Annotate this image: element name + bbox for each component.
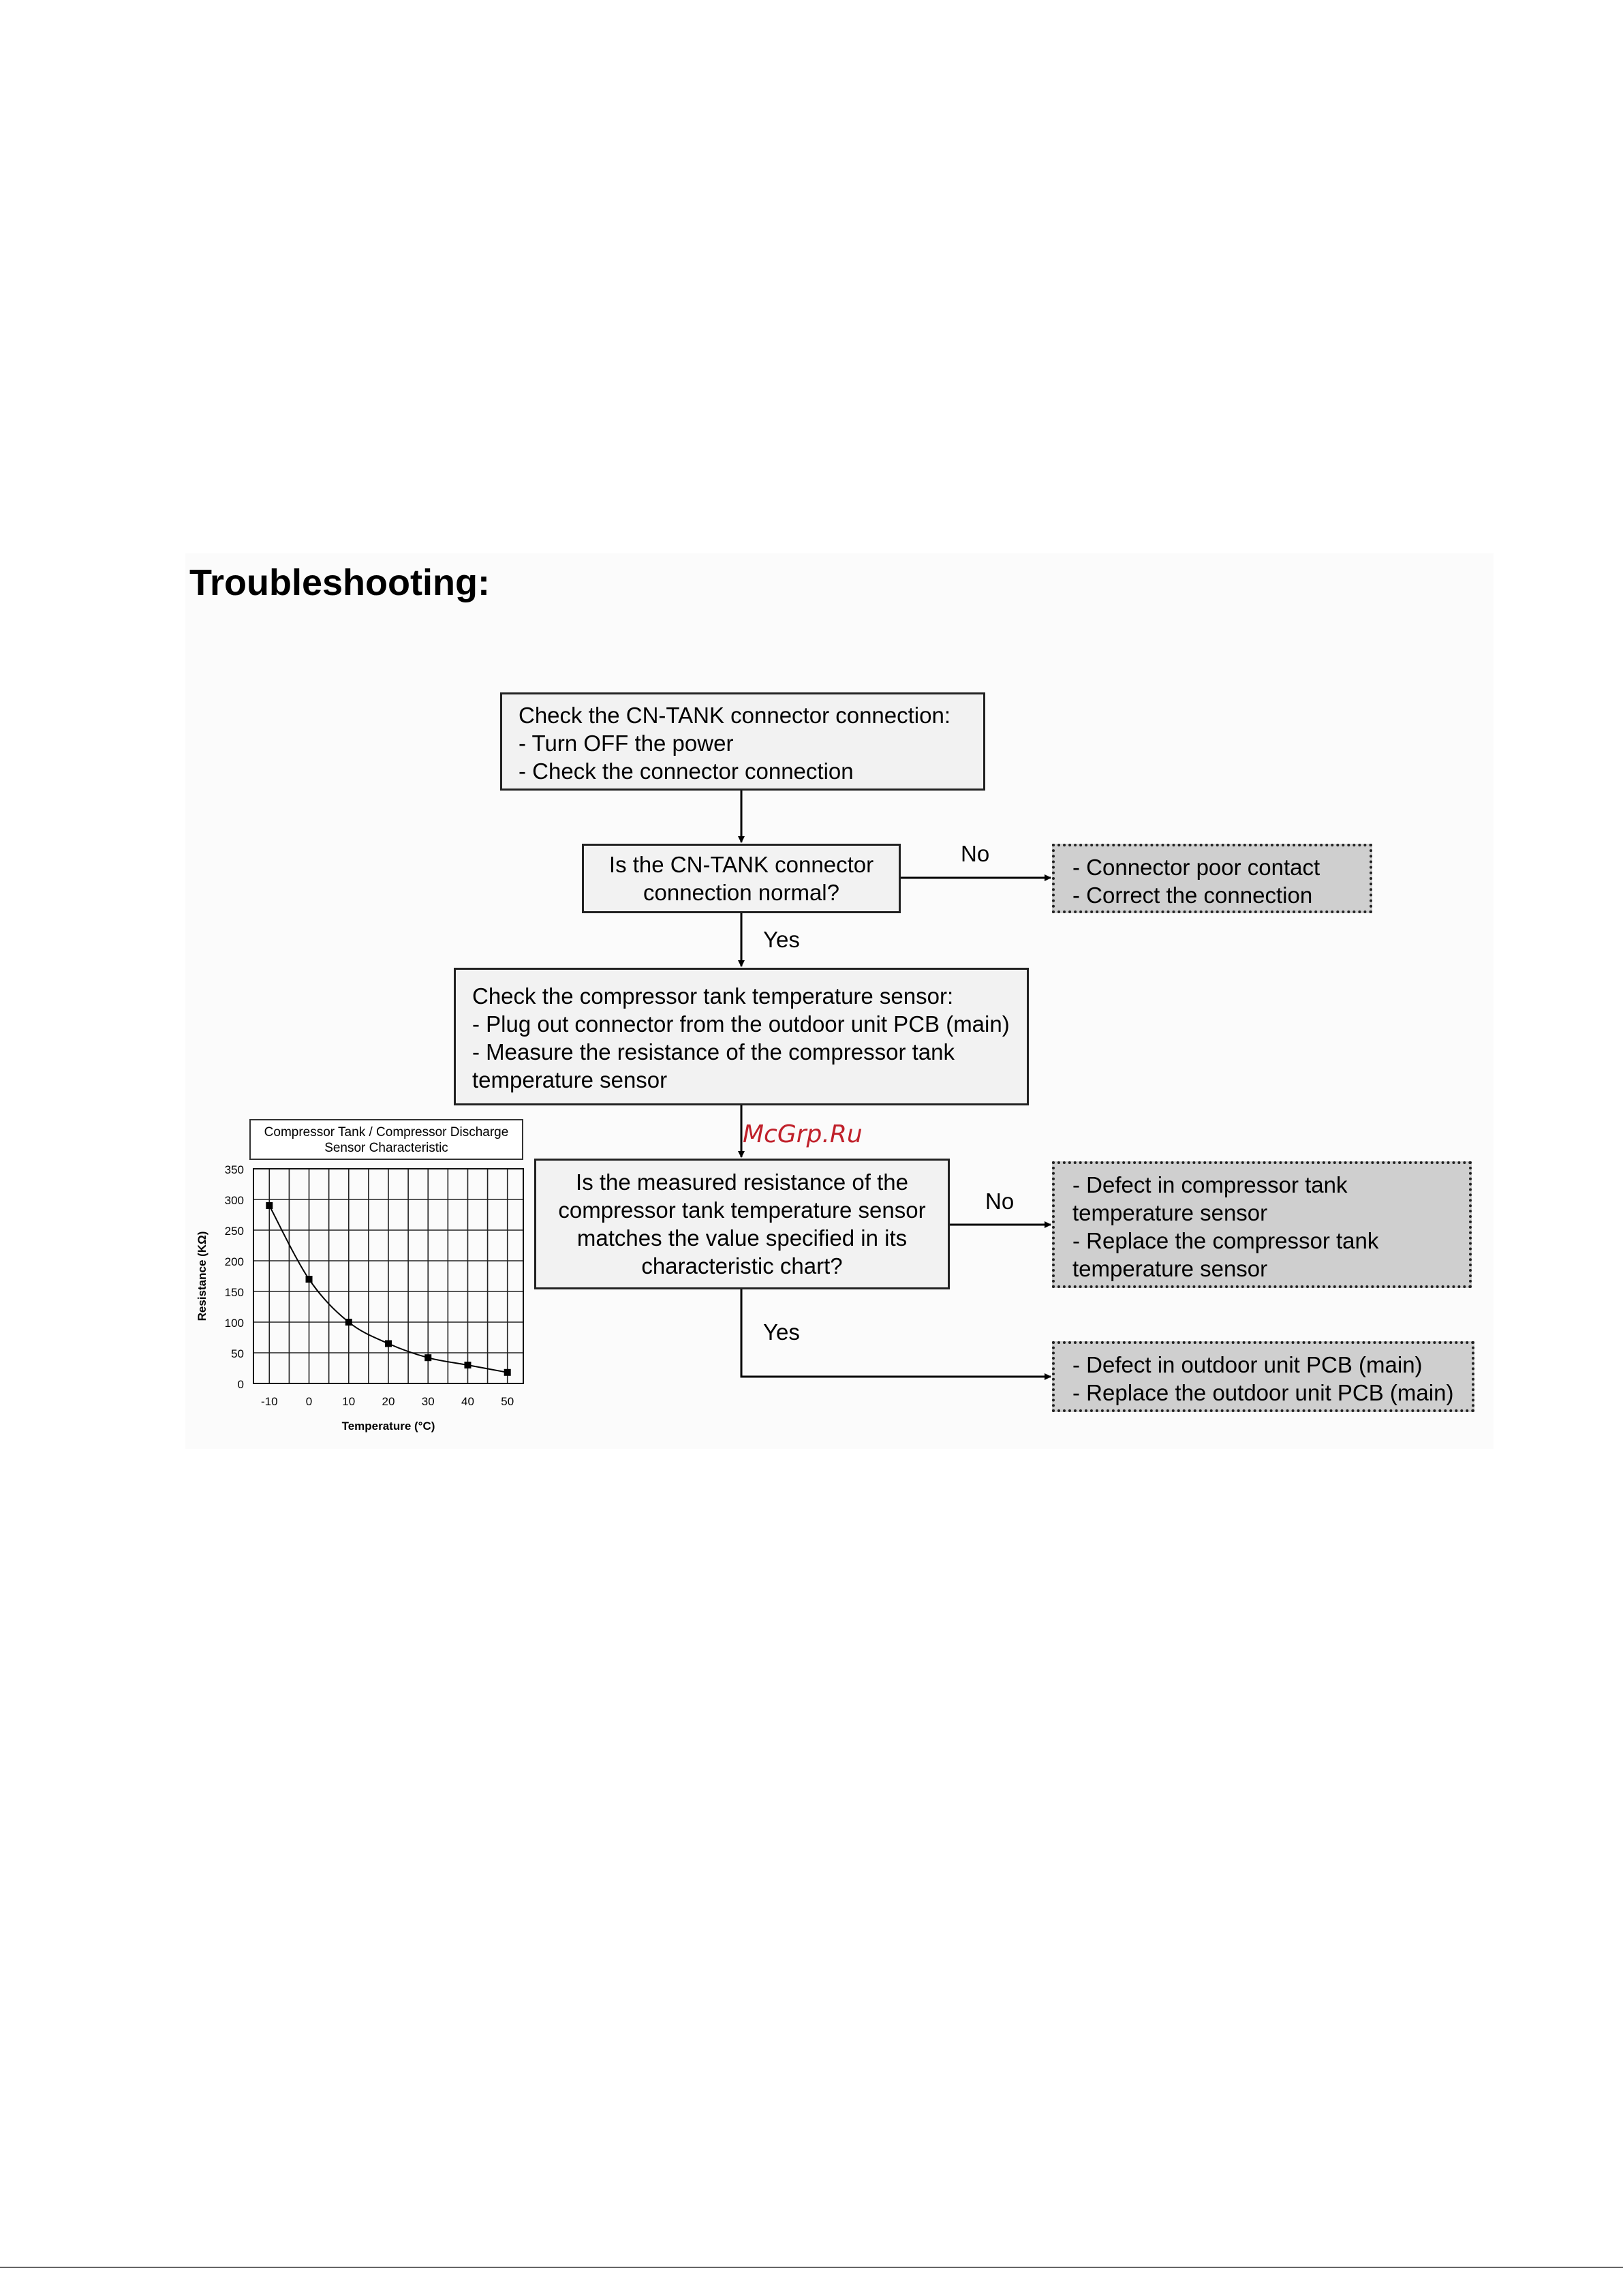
chart-plot-frame: [253, 1168, 524, 1384]
chart-data-point: [464, 1362, 472, 1368]
result-sensor-defect-line-2: temperature sensor: [1072, 1200, 1268, 1225]
step-check-sensor-line-1: Check the compressor tank temperature se…: [472, 983, 954, 1009]
decision-connector-normal-box: Is the CN-TANK connector connection norm…: [582, 844, 901, 913]
chart-xtick-label: -10: [261, 1395, 278, 1408]
page-title: Troubleshooting:: [189, 562, 490, 603]
chart-data-point: [266, 1202, 273, 1209]
result-connector-poor-contact-line-1: - Connector poor contact: [1072, 855, 1320, 880]
result-sensor-defect-line-4: temperature sensor: [1072, 1256, 1268, 1281]
result-sensor-defect-line-3: - Replace the compressor tank: [1072, 1228, 1379, 1253]
label-yes-1: Yes: [763, 927, 800, 952]
decision-connector-normal-line-1: Is the CN-TANK connector: [608, 852, 874, 877]
result-sensor-defect-box: - Defect in compressor tank temperature …: [1052, 1161, 1472, 1288]
chart-data-point: [424, 1354, 432, 1362]
chart-data-point: [345, 1319, 352, 1326]
result-connector-poor-contact-box: - Connector poor contact - Correct the c…: [1052, 844, 1372, 913]
chart-xtick-label: 10: [342, 1395, 355, 1408]
chart-title-line-1: Compressor Tank / Compressor Discharge: [264, 1125, 509, 1139]
result-connector-poor-contact-line-2: - Correct the connection: [1072, 883, 1313, 908]
chart-ytick-label: 50: [231, 1347, 244, 1360]
chart-ytick-label: 150: [225, 1286, 244, 1299]
watermark-text: McGrp.Ru: [743, 1120, 863, 1148]
result-sensor-defect-line-1: - Defect in compressor tank: [1072, 1172, 1348, 1197]
chart-ytick-label: 300: [225, 1194, 244, 1207]
step-check-connector-box: Check the CN-TANK connector connection: …: [500, 692, 985, 791]
step-check-sensor-line-3: - Measure the resistance of the compress…: [472, 1039, 955, 1065]
decision-resistance-match-box: Is the measured resistance of the compre…: [534, 1159, 950, 1289]
footer-rule: [0, 2267, 1623, 2268]
step-check-sensor-box: Check the compressor tank temperature se…: [454, 968, 1029, 1105]
label-no-1: No: [961, 841, 990, 866]
step-check-connector-line-3: - Check the connector connection: [519, 759, 854, 784]
chart-x-axis-label: Temperature (°C): [342, 1420, 435, 1433]
chart-xtick-label: 50: [501, 1395, 514, 1408]
chart-ytick-label: 0: [238, 1378, 244, 1391]
decision-resistance-match-line-3: matches the value specified in its: [576, 1225, 908, 1251]
chart-data-point: [385, 1340, 392, 1347]
decision-resistance-match-line-1: Is the measured resistance of the: [576, 1169, 908, 1195]
chart-data-point: [504, 1368, 511, 1376]
result-pcb-defect-box: - Defect in outdoor unit PCB (main) - Re…: [1052, 1341, 1474, 1412]
step-check-sensor-line-2: - Plug out connector from the outdoor un…: [472, 1011, 1010, 1037]
chart-y-axis-label: Resistance (KΩ): [196, 1231, 208, 1321]
chart-data-point: [305, 1276, 313, 1283]
chart-xtick-label: 30: [422, 1395, 435, 1408]
label-no-2: No: [985, 1189, 1015, 1214]
decision-connector-normal-line-2: connection normal?: [643, 880, 839, 905]
chart-ytick-label: 100: [225, 1317, 244, 1330]
step-check-connector-line-1: Check the CN-TANK connector connection:: [519, 703, 951, 728]
chart-title-box: Compressor Tank / Compressor Discharge S…: [249, 1119, 523, 1160]
chart-xtick-label: 40: [461, 1395, 474, 1408]
chart-title-line-2: Sensor Characteristic: [324, 1141, 448, 1155]
step-check-connector-line-2: - Turn OFF the power: [519, 731, 734, 756]
step-check-sensor-line-4: temperature sensor: [472, 1067, 668, 1092]
decision-resistance-match-line-4: characteristic chart?: [641, 1253, 843, 1279]
resistance-chart: 0 50 100 150 200 250 300 350 -10 0 10 20 30 40 50Tempe…: [196, 1163, 524, 1433]
label-yes-2: Yes: [763, 1319, 800, 1345]
decision-resistance-match-line-2: compressor tank temperature sensor: [558, 1197, 926, 1223]
chart-ytick-label: 350: [225, 1163, 244, 1176]
result-pcb-defect-line-2: - Replace the outdoor unit PCB (main): [1072, 1380, 1454, 1405]
chart-ytick-label: 200: [225, 1255, 244, 1268]
arrow-decision2-yes: [740, 1289, 1051, 1380]
chart-xtick-label: 20: [382, 1395, 395, 1408]
chart-xtick-label: 0: [306, 1395, 312, 1408]
chart-ytick-label: 250: [225, 1225, 244, 1238]
result-pcb-defect-line-1: - Defect in outdoor unit PCB (main): [1072, 1352, 1423, 1377]
